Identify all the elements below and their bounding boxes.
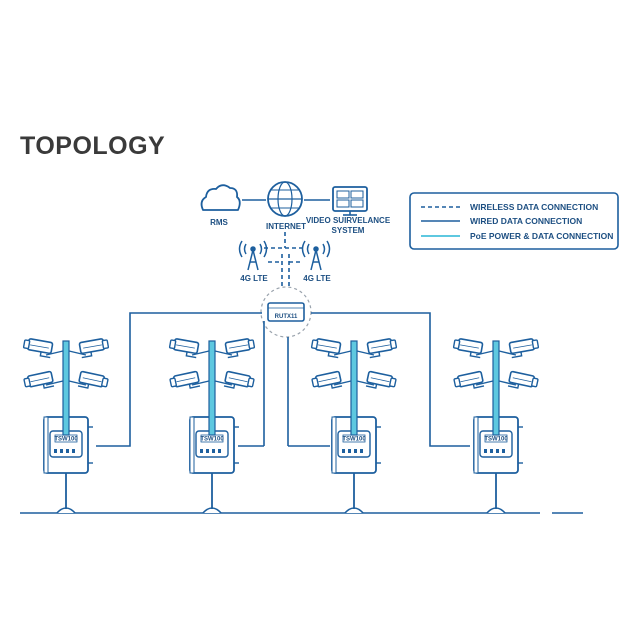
- lte-tower-right-icon: [301, 240, 331, 271]
- legend-wired-label: WIRED DATA CONNECTION: [470, 216, 582, 226]
- wired-connections: [20, 312, 583, 514]
- globe-icon: [267, 181, 303, 217]
- switch-label-2: TSW100: [200, 437, 224, 443]
- legend: WIRELESS DATA CONNECTION WIRED DATA CONN…: [409, 192, 619, 250]
- lte-right-label: 4G LTE: [303, 274, 331, 283]
- video-label-line1: VIDEO SUIRVELANCE: [306, 216, 391, 225]
- lte-tower-left-icon: [238, 240, 268, 271]
- router-label: RUTX11: [275, 314, 298, 320]
- legend-poe-label: PoE POWER & DATA CONNECTION: [470, 231, 613, 241]
- pole-unit-2: TSW100: [169, 338, 256, 513]
- rms-label: RMS: [210, 218, 228, 227]
- switch-label-1: TSW100: [54, 437, 78, 443]
- switch-label-4: TSW100: [484, 437, 508, 443]
- switch-label-3: TSW100: [342, 437, 366, 443]
- monitor-icon: [332, 186, 368, 216]
- pole-unit-4: TSW100: [453, 338, 540, 513]
- wireless-connections: [264, 232, 305, 286]
- lte-left-label: 4G LTE: [240, 274, 268, 283]
- page-title: TOPOLOGY: [20, 132, 166, 160]
- video-label-line2: SYSTEM: [332, 226, 365, 235]
- cloud-icon: [200, 184, 241, 211]
- router-icon: [260, 286, 312, 338]
- pole-unit-3: TSW100: [311, 338, 398, 513]
- internet-label: INTERNET: [266, 222, 306, 231]
- legend-wireless-label: WIRELESS DATA CONNECTION: [470, 202, 598, 212]
- pole-unit-1: TSW100: [23, 338, 110, 513]
